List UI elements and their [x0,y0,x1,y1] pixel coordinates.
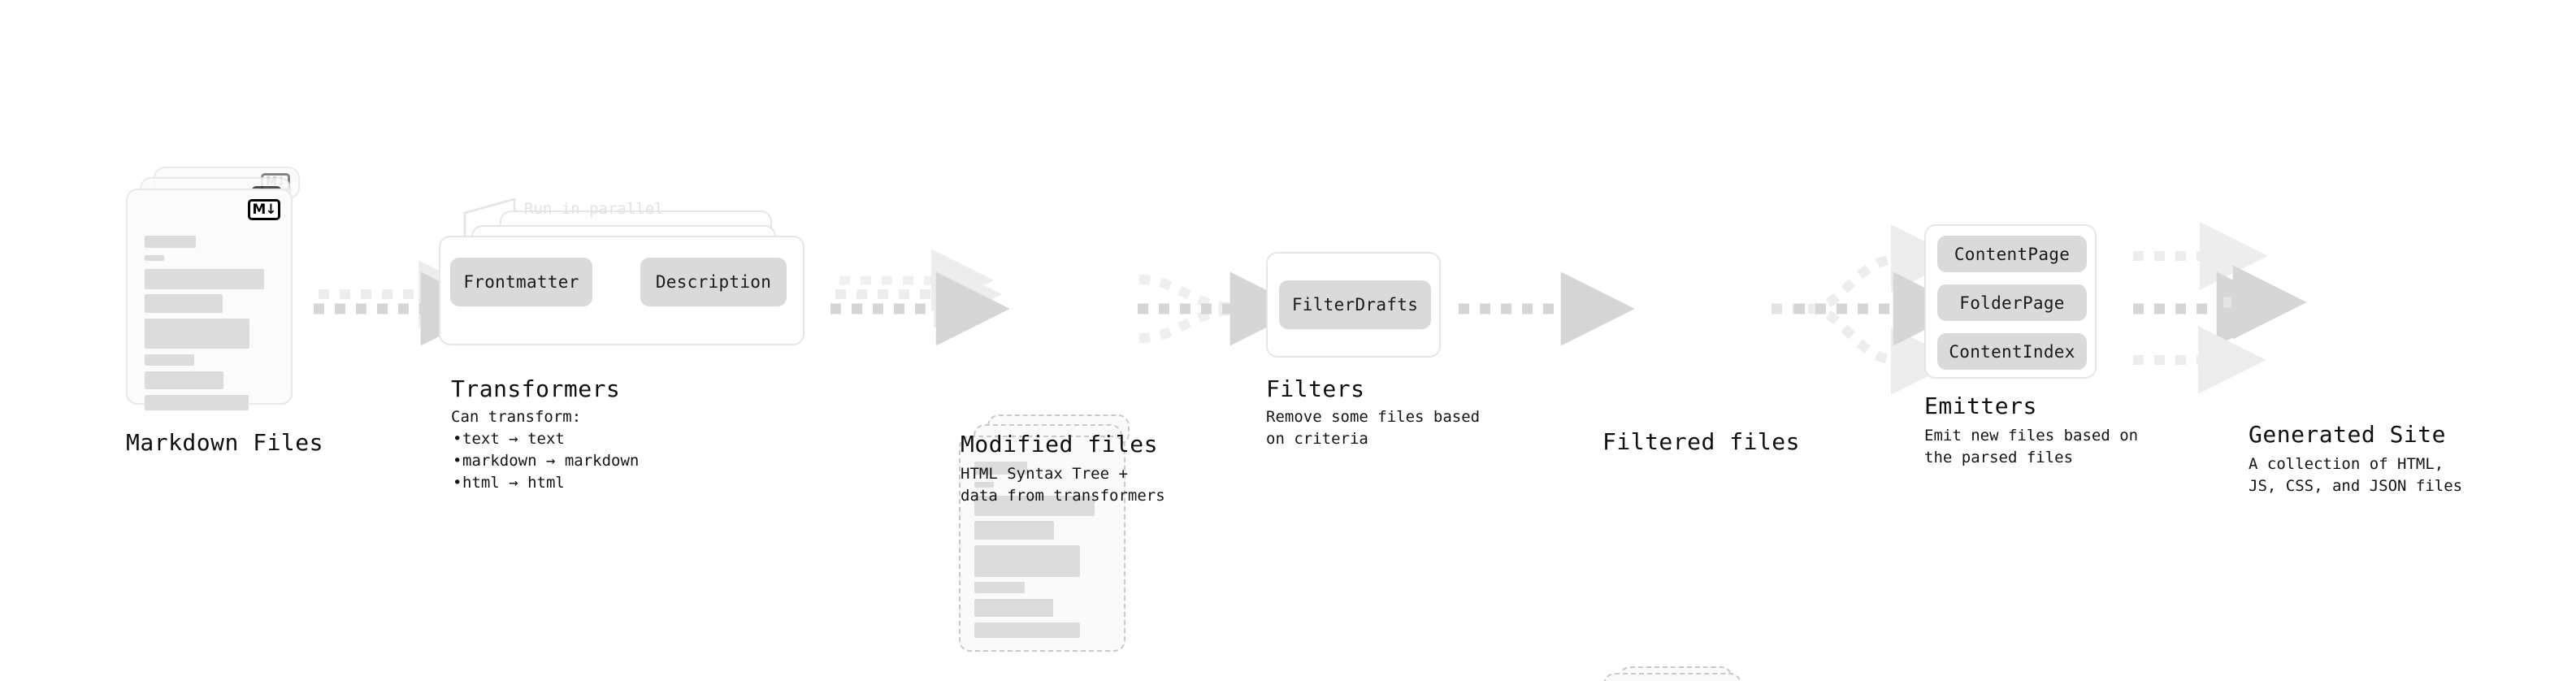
markdown-badge: M↓ [248,199,280,220]
stage-title-filtered-files: Filtered files [1602,428,1801,455]
skeleton-bar [145,255,164,261]
stage-subtitle-filters: Remove some files based on criteria [1266,408,1481,448]
transformer-box-front[interactable]: Frontmatter Description [439,236,804,345]
filter-pill-filterdrafts[interactable]: FilterDrafts [1279,280,1431,329]
stage-subtitle-emitters: Emit new files based on the parsed files [1924,427,2139,466]
connector-filtered-to-emitters [1772,224,1967,395]
emitter-pill-folderpage[interactable]: FolderPage [1937,284,2087,321]
emitter-pill-contentpage[interactable]: ContentPage [1937,236,2087,272]
skeleton-bar [974,482,994,488]
connector-emitters-to-site [2133,222,2307,394]
connector-markdown-to-transformers [314,260,495,346]
document-card-front[interactable]: M↓ [126,189,293,410]
transformer-pill-description[interactable]: Description [640,258,787,306]
filters-box[interactable]: FilterDrafts [1266,252,1441,358]
stage-subtitle-generated-site: A collection of HTML, JS, CSS, and JSON … [2249,455,2463,495]
transformers-capability-list: text → text markdown → markdown html → h… [451,428,639,494]
skeleton-bar [145,319,249,349]
skeleton-bar [974,462,1027,475]
stage-title-transformers: Transformers [451,375,621,402]
run-in-parallel-annotation: Run in parallel [524,200,664,218]
stage-title-modified-files: Modified files [961,431,1159,458]
stage-subtitle-transformers: Can transform: text → text markdown → ma… [451,406,639,494]
stage-title-emitters: Emitters [1924,393,2037,419]
stage-title-markdown-files: Markdown Files [126,429,324,456]
list-item: text → text [451,428,639,450]
transformer-pill-frontmatter[interactable]: Frontmatter [450,258,592,306]
skeleton-bar [974,545,1080,577]
document-card-front[interactable] [959,436,1125,652]
skeleton-bar [145,371,223,389]
stage-subtitle-modified-files: HTML Syntax Tree + data from transformer… [961,465,1165,505]
skeleton-bar [145,269,264,289]
skeleton-bar [145,236,196,248]
skeleton-bar [974,622,1080,638]
stage-emitters[interactable]: ContentPage FolderPage ContentIndex [1924,224,2111,395]
skeleton-bar [974,599,1053,617]
emitters-box[interactable]: ContentPage FolderPage ContentIndex [1924,224,2097,379]
stage-markdown-files[interactable]: M↓ M↓ M↓ [126,167,305,410]
emitter-pill-contentindex[interactable]: ContentIndex [1937,333,2087,370]
stage-title-generated-site: Generated Site [2249,421,2447,448]
skeleton-bar [145,294,223,313]
stage-transformers[interactable]: Frontmatter Description [439,195,845,349]
list-item: markdown → markdown [451,450,639,472]
skeleton-bar [974,521,1054,540]
skeleton-bar [145,395,249,410]
document-card-mid [1603,673,1741,681]
stage-modified-files[interactable] [959,414,1138,658]
connector-modified-to-filters [1138,271,1304,346]
stage-filtered-files[interactable] [1589,666,1767,681]
skeleton-bar [974,582,1025,593]
skeleton-bar [145,354,194,366]
connector-transformers-to-modified [830,249,1010,346]
transformers-subtitle-lead: Can transform: [451,408,582,426]
stage-filters[interactable]: FilterDrafts [1266,252,1461,366]
skeleton-bar [974,496,1095,516]
list-item: html → html [451,472,639,494]
stage-title-filters: Filters [1266,375,1365,402]
